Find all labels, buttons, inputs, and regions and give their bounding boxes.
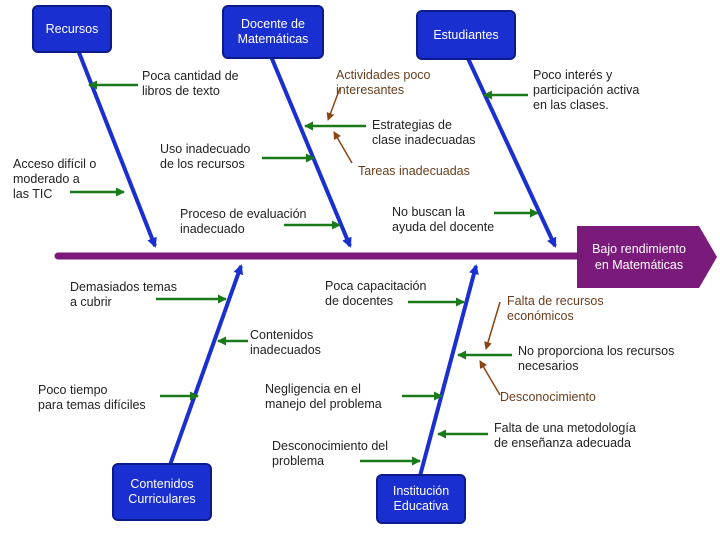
category-contenidos: Contenidos Curriculares (112, 463, 212, 521)
subcause-falta-economicos: Falta de recursos económicos (507, 294, 604, 323)
cause-ayuda: No buscan la ayuda del docente (392, 205, 495, 234)
subcause-tareas: Tareas inadecuadas (358, 164, 470, 178)
subarrow-tareas (333, 131, 353, 164)
cause-estrategias: Estrategias de clase inadecuadas (372, 118, 476, 147)
category-estudiantes: Estudiantes (416, 10, 516, 60)
cause-libros: Poca cantidad de libros de texto (142, 69, 239, 98)
effect-arrow: Bajo rendimiento en Matemáticas (577, 226, 717, 288)
category-institucion: Institución Educativa (376, 474, 466, 524)
cause-tiempo: Poco tiempo para temas difíciles (38, 383, 146, 412)
cause-temas: Demasiados temas a cubrir (70, 280, 177, 309)
cause-uso-recursos: Uso inadecuado de los recursos (160, 142, 251, 171)
bone-contenidos (168, 264, 244, 466)
subcause-desconocimiento: Desconocimiento (500, 390, 596, 404)
cause-capacitacion: Poca capacitación de docentes (325, 279, 427, 308)
cause-desconocimiento-problema: Desconocimiento del problema (272, 439, 389, 468)
subarrow-desconocimiento (479, 360, 501, 396)
cause-evaluacion: Proceso de evaluación inadecuado (180, 207, 307, 236)
cause-metodologia: Falta de una metodología de enseñanza ad… (494, 421, 636, 450)
cause-tic: Acceso difícil o moderado a las TIC (13, 157, 97, 201)
cause-contenidos: Contenidos inadecuados (250, 328, 321, 357)
category-recursos: Recursos (32, 5, 112, 53)
cause-no-proporciona: No proporciona los recursos necesarios (518, 344, 675, 373)
subcause-actividades: Actividades poco interesantes (336, 68, 431, 97)
bone-institucion (418, 264, 479, 477)
bone-estudiantes (463, 51, 557, 248)
cause-negligencia: Negligencia en el manejo del problema (265, 382, 382, 411)
cause-interes: Poco interés y participación activa en l… (533, 68, 640, 112)
bone-docente (268, 53, 352, 248)
category-docente: Docente de Matemáticas (222, 5, 324, 59)
subarrow-actividades (326, 87, 341, 121)
subarrow-falta-economicos (484, 301, 501, 350)
effect-label: Bajo rendimiento en Matemáticas (592, 242, 686, 272)
